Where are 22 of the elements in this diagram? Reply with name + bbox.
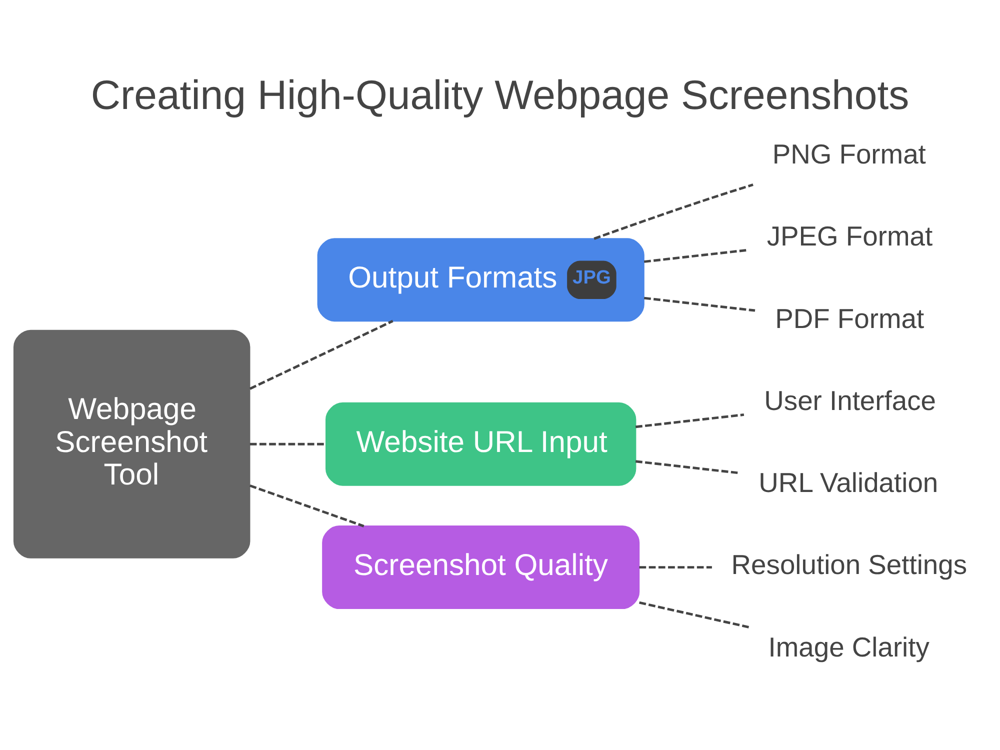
connector xyxy=(639,566,712,569)
connector xyxy=(250,484,364,528)
node-box: Website URL Input xyxy=(326,402,636,486)
node-text: JPEG Format xyxy=(766,220,933,252)
node-box: Output Formats JPG xyxy=(317,238,644,322)
connector xyxy=(635,413,744,428)
node-text: Image Clarity xyxy=(768,631,930,662)
node-text: PNG Format xyxy=(772,138,926,170)
node-box: Webpage Screenshot Tool xyxy=(13,330,250,558)
node-text: Resolution Settings xyxy=(731,549,968,580)
connector xyxy=(644,296,756,312)
node-text: User Interface xyxy=(764,384,936,416)
diagram-title: Creating High-Quality Webpage Screenshots xyxy=(90,72,910,118)
node-box: Screenshot Quality xyxy=(322,526,640,610)
connector xyxy=(644,248,747,263)
node-text: URL Validation xyxy=(758,467,938,498)
connector xyxy=(639,601,750,628)
connector xyxy=(250,442,326,446)
node-text: PDF Format xyxy=(775,302,924,334)
connector xyxy=(249,320,394,390)
connector xyxy=(635,460,740,474)
connector xyxy=(594,184,754,240)
